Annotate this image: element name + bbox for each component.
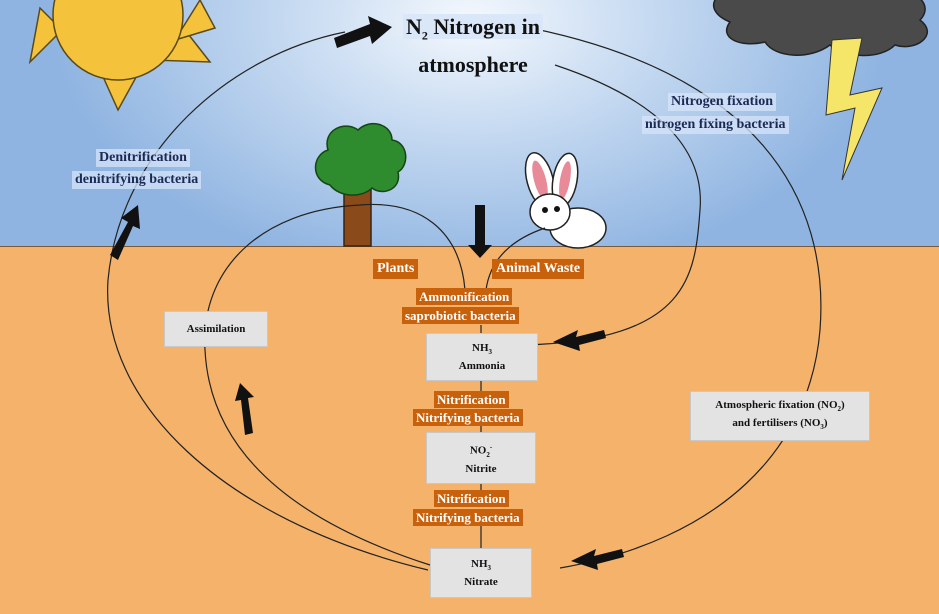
denitrifying-bacteria-label: denitrifying bacteria bbox=[72, 171, 202, 189]
title-line2: atmosphere bbox=[418, 52, 528, 78]
denitrification-line bbox=[107, 31, 429, 571]
arrow-icon bbox=[468, 205, 492, 258]
ammonia-box: NH3 Ammonia bbox=[426, 333, 538, 381]
cycle-lines bbox=[107, 24, 822, 571]
arrow-icon bbox=[235, 383, 254, 435]
atmospheric-line bbox=[514, 24, 822, 569]
title-line1: N2 Nitrogen in bbox=[403, 14, 543, 42]
nitrifying-bacteria-label-1: Nitrifying bacteria bbox=[413, 409, 523, 426]
nitrite-name: Nitrite bbox=[465, 462, 497, 475]
nitrifying-bacteria-label-2: Nitrifying bacteria bbox=[413, 509, 523, 526]
plants-label: Plants bbox=[373, 259, 419, 279]
sun-icon bbox=[28, 0, 217, 112]
nitrite-formula: NO2- bbox=[469, 443, 493, 459]
ammonia-formula: NH3 bbox=[472, 341, 492, 357]
animal-waste-line bbox=[485, 227, 546, 291]
arrow-icon bbox=[553, 330, 606, 351]
nitrate-name: Nitrate bbox=[464, 576, 498, 589]
atmospheric-fixation-box: Atmospheric fixation (NO2) and fertilise… bbox=[690, 391, 870, 441]
rabbit-icon bbox=[524, 151, 607, 249]
nitrogen-fixing-bacteria-label: nitrogen fixing bacteria bbox=[642, 116, 789, 134]
atmospheric-line1: Atmospheric fixation (NO2) bbox=[715, 398, 845, 413]
saprobiotic-bacteria-label: saprobiotic bacteria bbox=[402, 307, 519, 324]
nitrification-label-2: Nitrification bbox=[434, 490, 509, 507]
nitrification-label-1: Nitrification bbox=[434, 391, 509, 408]
arrow-icon bbox=[334, 16, 392, 48]
atmospheric-line2: and fertilisers (NO3) bbox=[732, 417, 828, 432]
nitrite-box: NO2- Nitrite bbox=[426, 432, 536, 484]
arrow-icon bbox=[110, 205, 140, 260]
nitrate-formula: NH3 bbox=[471, 557, 491, 573]
lightning-icon bbox=[825, 37, 883, 181]
arrow-icon bbox=[571, 549, 624, 570]
denitrification-label: Denitrification bbox=[96, 149, 190, 167]
assimilation-box: Assimilation bbox=[164, 311, 268, 347]
ammonification-label: Ammonification bbox=[416, 288, 513, 305]
fixation-line bbox=[524, 64, 701, 346]
arrows bbox=[110, 16, 624, 570]
nitrate-box: NH3 Nitrate bbox=[430, 548, 532, 598]
tree-icon bbox=[314, 122, 407, 247]
nitrogen-fixation-label: Nitrogen fixation bbox=[668, 93, 777, 111]
assimilation-text: Assimilation bbox=[186, 323, 246, 335]
animal-waste-label: Animal Waste bbox=[492, 259, 585, 279]
storm-cloud-icon bbox=[712, 0, 928, 57]
page-title: N2 Nitrogen in atmosphere bbox=[378, 12, 568, 79]
ammonia-name: Ammonia bbox=[458, 360, 506, 373]
assimilation-line bbox=[204, 203, 466, 566]
